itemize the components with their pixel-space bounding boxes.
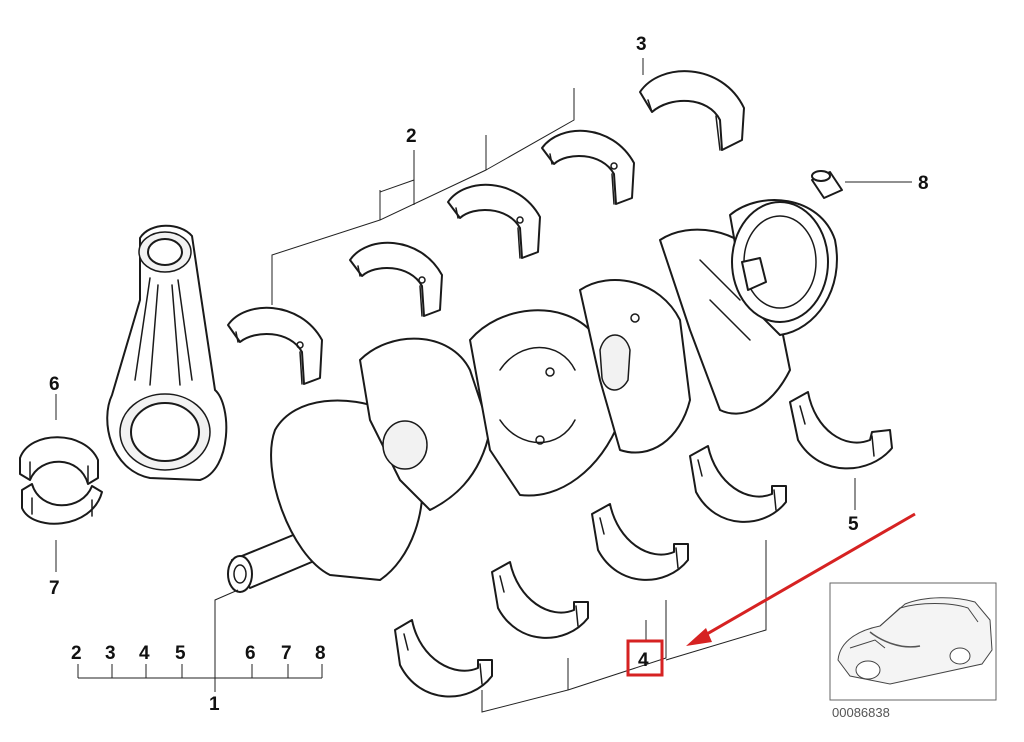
callout-1: 1	[209, 694, 220, 715]
rod-bearing-lower-7[interactable]	[21, 483, 103, 525]
crankshaft[interactable]	[227, 199, 838, 593]
callout-7: 7	[49, 578, 60, 599]
index-number: 4	[139, 643, 150, 664]
main-bearing-lower-2[interactable]	[491, 561, 589, 639]
car-icon	[837, 597, 993, 685]
highlight-box	[626, 639, 664, 677]
pilot-bushing-8[interactable]	[811, 170, 843, 199]
connecting-rod[interactable]	[106, 224, 228, 481]
callout-8: 8	[918, 173, 929, 194]
main-bearing-lower-1[interactable]	[394, 619, 493, 698]
main-bearing-upper-3[interactable]	[447, 183, 541, 259]
thrust-bearing-upper-3[interactable]	[639, 70, 745, 151]
highlight-arrow	[686, 512, 916, 646]
callout-3: 3	[636, 34, 647, 55]
callout-4: 4	[638, 650, 649, 671]
thrust-bearing-lower-5[interactable]	[789, 391, 893, 470]
callout-2: 2	[406, 126, 417, 147]
reference-number: 00086838	[832, 705, 890, 720]
index-number: 7	[281, 643, 292, 664]
index-number: 3	[105, 643, 116, 664]
vehicle-thumbnail: 00086838	[829, 582, 997, 720]
index-number: 5	[175, 643, 186, 664]
main-bearing-lower-3[interactable]	[591, 503, 689, 581]
callout-5: 5	[848, 514, 859, 535]
main-bearing-upper-2[interactable]	[349, 241, 443, 317]
index-number: 2	[71, 643, 82, 664]
callout-6: 6	[49, 374, 60, 395]
main-bearing-lower-4[interactable]	[689, 445, 787, 523]
main-bearing-upper-1[interactable]	[227, 306, 323, 385]
rod-bearing-upper-6[interactable]	[19, 436, 99, 485]
index-number: 8	[315, 643, 326, 664]
main-bearing-upper-4[interactable]	[541, 129, 635, 205]
index-number: 6	[245, 643, 256, 664]
